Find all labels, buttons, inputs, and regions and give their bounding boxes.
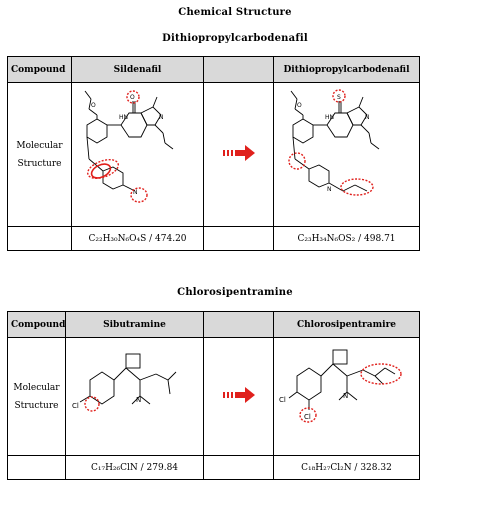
atom-s: S: [337, 94, 341, 101]
highlight-propyl: [339, 178, 374, 196]
header-chlorosipentramire: Chlorosipentramire: [273, 311, 420, 338]
formula-arrow-empty: [203, 226, 274, 251]
arrow-cell: [203, 82, 274, 227]
chlorosipentramine-structure: N Cl Cl: [279, 349, 402, 423]
atom-n: N: [365, 114, 370, 121]
formula-empty: [7, 226, 72, 251]
highlight-methyl: [129, 187, 148, 203]
row-label-line2: Structure: [17, 158, 62, 169]
section-title-1: Dithiopropylcarbodenafil: [162, 33, 308, 44]
header-sildenafil: Sildenafil: [71, 56, 204, 83]
section-title-2: Chlorosipentramine: [177, 287, 293, 298]
header-compound-2: Compound: [7, 311, 66, 338]
formula-sibutramine: C₁₇H₂₆ClN / 279.84: [65, 455, 204, 480]
row-label-2: Molecular Structure: [7, 337, 66, 456]
atom-n: N: [343, 392, 348, 400]
header-sibutramine: Sibutramine: [65, 311, 204, 338]
formula-empty-2: [7, 455, 66, 480]
structure-row: Molecular Structure: [7, 82, 420, 227]
atom-n-piperazine: N: [327, 186, 332, 193]
transformation-arrow-icon: [222, 145, 255, 161]
header-empty: [203, 56, 274, 83]
sildenafil-structure-cell: O HN O N N: [71, 82, 204, 227]
atom-hn: HN: [325, 114, 334, 121]
atom-n: N: [136, 396, 141, 404]
table-header-row: Compound Sildenafil Dithiopropylcarboden…: [7, 56, 420, 83]
sibutramine-structure-cell: N Cl: [65, 337, 204, 456]
main-title: Chemical Structure: [178, 7, 292, 18]
sibutramine-structure: N Cl: [72, 353, 176, 412]
transformation-arrow-icon: [222, 387, 255, 403]
formula-arrow-empty-2: [203, 455, 274, 480]
header-empty-2: [203, 311, 274, 338]
highlight-sulfonyl: [86, 159, 119, 179]
atom-cl-1: Cl: [279, 396, 286, 404]
atom-o: O: [91, 102, 96, 109]
highlight-thiocarbonyl: [287, 152, 306, 170]
header-dithiopropylcarbodenafil: Dithiopropylcarbodenafil: [273, 56, 420, 83]
atom-o: O: [297, 102, 302, 109]
atom-cl-2: Cl: [304, 413, 311, 421]
atom-hn: HN: [119, 114, 128, 121]
atom-n: N: [159, 114, 164, 121]
highlight-circle-s: [331, 89, 346, 103]
dithiopropylcarbodenafil-structure-cell: O HN S N N: [273, 82, 420, 227]
row-label-line2: Structure: [14, 400, 59, 411]
row-label-line1: Molecular: [16, 140, 63, 151]
comparison-table-1: Compound Sildenafil Dithiopropylcarboden…: [7, 56, 420, 251]
row-label-line1: Molecular: [13, 382, 60, 393]
chlorosipentramine-structure-cell: N Cl Cl: [273, 337, 420, 456]
highlight-h: [83, 396, 100, 412]
highlight-cl: [298, 407, 317, 423]
highlight-circle-o: [125, 90, 140, 104]
formula-sildenafil: C₂₂H₃₀N₆O₄S / 474.20: [71, 226, 204, 251]
dithiopropylcarbodenafil-structure: O HN S N N: [287, 89, 379, 196]
atom-cl: Cl: [72, 402, 79, 410]
atom-n-piperazine: N: [133, 189, 138, 196]
comparison-table-2: Compound Sibutramine Chlorosipentramire …: [7, 311, 420, 480]
header-compound: Compound: [7, 56, 72, 83]
highlight-isopentyl: [359, 363, 402, 385]
atom-o-carbonyl: O: [130, 94, 135, 101]
row-label: Molecular Structure: [7, 82, 72, 227]
formula-chlorosipentramine: C₁₈H₂₇Cl₂N / 328.32: [273, 455, 420, 480]
formula-dithiopropylcarbodenafil: C₂₃H₃₄N₆OS₂ / 498.71: [273, 226, 420, 251]
sildenafil-structure: O HN O N N: [84, 90, 173, 203]
arrow-cell-2: [203, 337, 274, 456]
